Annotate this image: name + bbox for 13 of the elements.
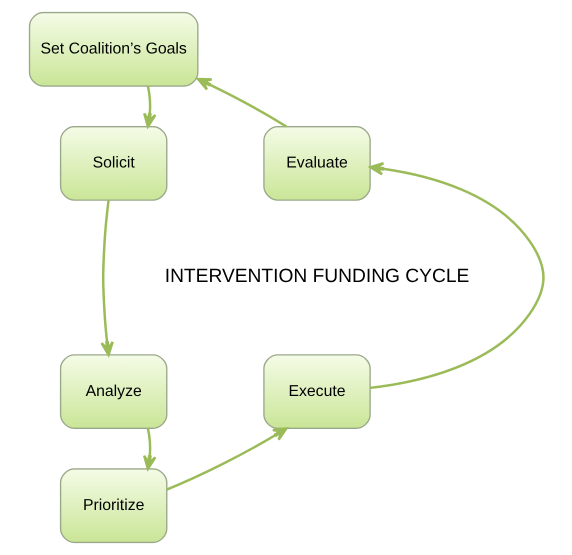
node-box: Prioritize — [59, 468, 167, 544]
label: INTERVENTION FUNDING CYCLE — [164, 266, 469, 288]
arrow — [368, 162, 544, 390]
arrow — [142, 86, 156, 128]
node-box: Set Coalition’s Goals — [28, 12, 198, 87]
arrow — [142, 428, 156, 470]
node-box: Analyze — [59, 354, 167, 429]
node-box: Evaluate — [262, 126, 370, 201]
node-box: Execute — [262, 354, 370, 429]
arrow — [196, 78, 287, 128]
node-box: Solicit — [59, 126, 167, 201]
arrow — [166, 427, 288, 491]
arrow — [100, 200, 114, 356]
